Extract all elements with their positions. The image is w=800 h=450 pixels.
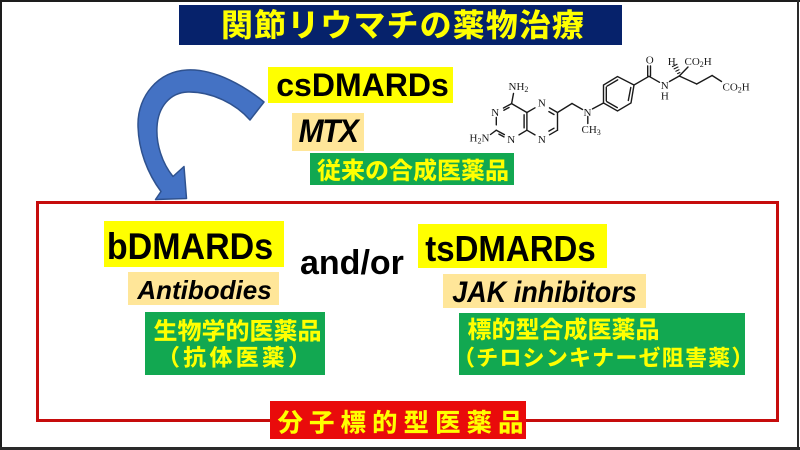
svg-text:H: H [661, 91, 669, 103]
svg-text:N: N [491, 107, 499, 119]
svg-text:NH2: NH2 [509, 81, 529, 94]
svg-text:CO2H: CO2H [723, 82, 750, 95]
svg-text:H: H [668, 56, 676, 68]
svg-text:CO2H: CO2H [685, 56, 712, 69]
svg-text:N: N [507, 134, 515, 146]
svg-text:O: O [646, 55, 654, 67]
svg-text:CH3: CH3 [582, 124, 601, 137]
svg-text:N: N [538, 134, 546, 146]
svg-text:N: N [661, 80, 669, 92]
svg-text:H2N: H2N [470, 133, 490, 146]
svg-text:N: N [584, 107, 592, 119]
svg-text:N: N [538, 98, 546, 110]
